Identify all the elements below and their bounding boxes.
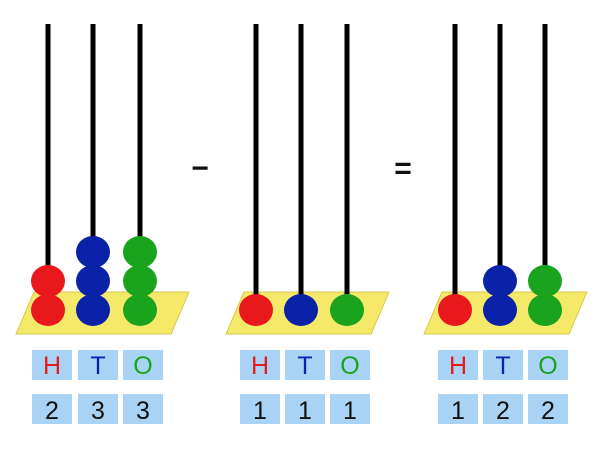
digit-t: 3	[91, 397, 105, 425]
place-label-cell	[78, 350, 118, 380]
place-label-cell	[32, 350, 72, 380]
digit-cell	[78, 394, 118, 424]
bead-o	[123, 236, 157, 268]
bead-o	[528, 294, 562, 326]
digit-cell	[240, 394, 280, 424]
digit-t: 2	[496, 397, 510, 425]
bead-t	[76, 265, 110, 297]
bead-h	[31, 294, 65, 326]
digit-o: 1	[343, 397, 357, 425]
digit-o: 3	[136, 397, 150, 425]
digit-cell	[483, 394, 523, 424]
bead-h	[31, 265, 65, 297]
bead-h	[239, 294, 273, 326]
place-label-cell	[123, 350, 163, 380]
bead-t	[76, 236, 110, 268]
place-label-cell	[438, 350, 478, 380]
bead-t	[483, 294, 517, 326]
place-label-h: H	[43, 352, 61, 380]
digit-cell	[285, 394, 325, 424]
place-label-h: H	[449, 352, 467, 380]
place-label-t: T	[297, 352, 312, 380]
bead-t	[284, 294, 318, 326]
digit-cell	[32, 394, 72, 424]
digit-h: 1	[253, 397, 267, 425]
digit-h: 2	[45, 397, 59, 425]
place-label-o: O	[538, 352, 557, 380]
place-label-cell	[330, 350, 370, 380]
bead-o	[123, 265, 157, 297]
place-label-o: O	[340, 352, 359, 380]
digit-t: 1	[298, 397, 312, 425]
place-label-cell	[285, 350, 325, 380]
place-label-h: H	[251, 352, 269, 380]
equals-sign: =	[394, 152, 412, 185]
place-label-t: T	[495, 352, 510, 380]
digit-h: 1	[451, 397, 465, 425]
digit-cell	[438, 394, 478, 424]
bead-t	[483, 265, 517, 297]
minus-sign: −	[191, 152, 209, 185]
digit-cell	[330, 394, 370, 424]
place-label-cell	[483, 350, 523, 380]
place-label-cell	[528, 350, 568, 380]
place-label-t: T	[90, 352, 105, 380]
place-label-cell	[240, 350, 280, 380]
bead-h	[438, 294, 472, 326]
bead-o	[330, 294, 364, 326]
bead-o	[123, 294, 157, 326]
digit-o: 2	[541, 397, 555, 425]
place-label-o: O	[133, 352, 152, 380]
bead-t	[76, 294, 110, 326]
digit-cell	[123, 394, 163, 424]
bead-o	[528, 265, 562, 297]
digit-cell	[528, 394, 568, 424]
